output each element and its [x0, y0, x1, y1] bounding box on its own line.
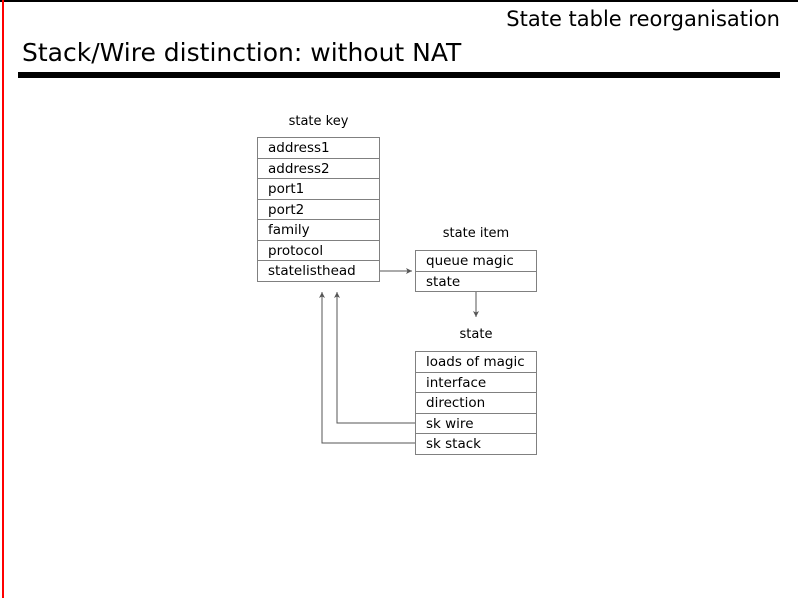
- field-row: address2: [258, 159, 379, 179]
- struct-state-key-fields: address1 address2 port1 port2 family pro…: [257, 137, 380, 282]
- struct-state-item-caption: state item: [442, 226, 510, 241]
- section-title: State table reorganisation: [506, 7, 780, 31]
- field-row: port2: [258, 200, 379, 220]
- field-row: direction: [416, 393, 536, 414]
- field-row: port1: [258, 179, 379, 200]
- slide-accent-bar: [2, 0, 4, 598]
- slide-top-rule: [0, 0, 798, 2]
- field-row: protocol: [258, 241, 379, 261]
- struct-state-caption: state: [459, 327, 493, 342]
- field-row: sk wire: [416, 414, 536, 434]
- struct-state-key-caption: state key: [288, 114, 349, 129]
- struct-state-item-fields: queue magic state: [415, 250, 537, 292]
- field-row: loads of magic: [416, 352, 536, 373]
- slide-header: State table reorganisation: [0, 6, 780, 32]
- field-row: family: [258, 220, 379, 241]
- field-row: state: [416, 272, 536, 292]
- field-row: interface: [416, 373, 536, 393]
- field-row: sk stack: [416, 434, 536, 455]
- field-row: address1: [258, 138, 379, 159]
- field-row: statelisthead: [258, 261, 379, 282]
- field-row: queue magic: [416, 251, 536, 272]
- struct-state-fields: loads of magic interface direction sk wi…: [415, 351, 537, 455]
- page-title: Stack/Wire distinction: without NAT: [22, 38, 462, 67]
- title-underline: [18, 72, 780, 78]
- connector-sk-stack-to-state-key: [319, 292, 415, 444]
- connector-sk-wire-to-state-key: [334, 292, 415, 424]
